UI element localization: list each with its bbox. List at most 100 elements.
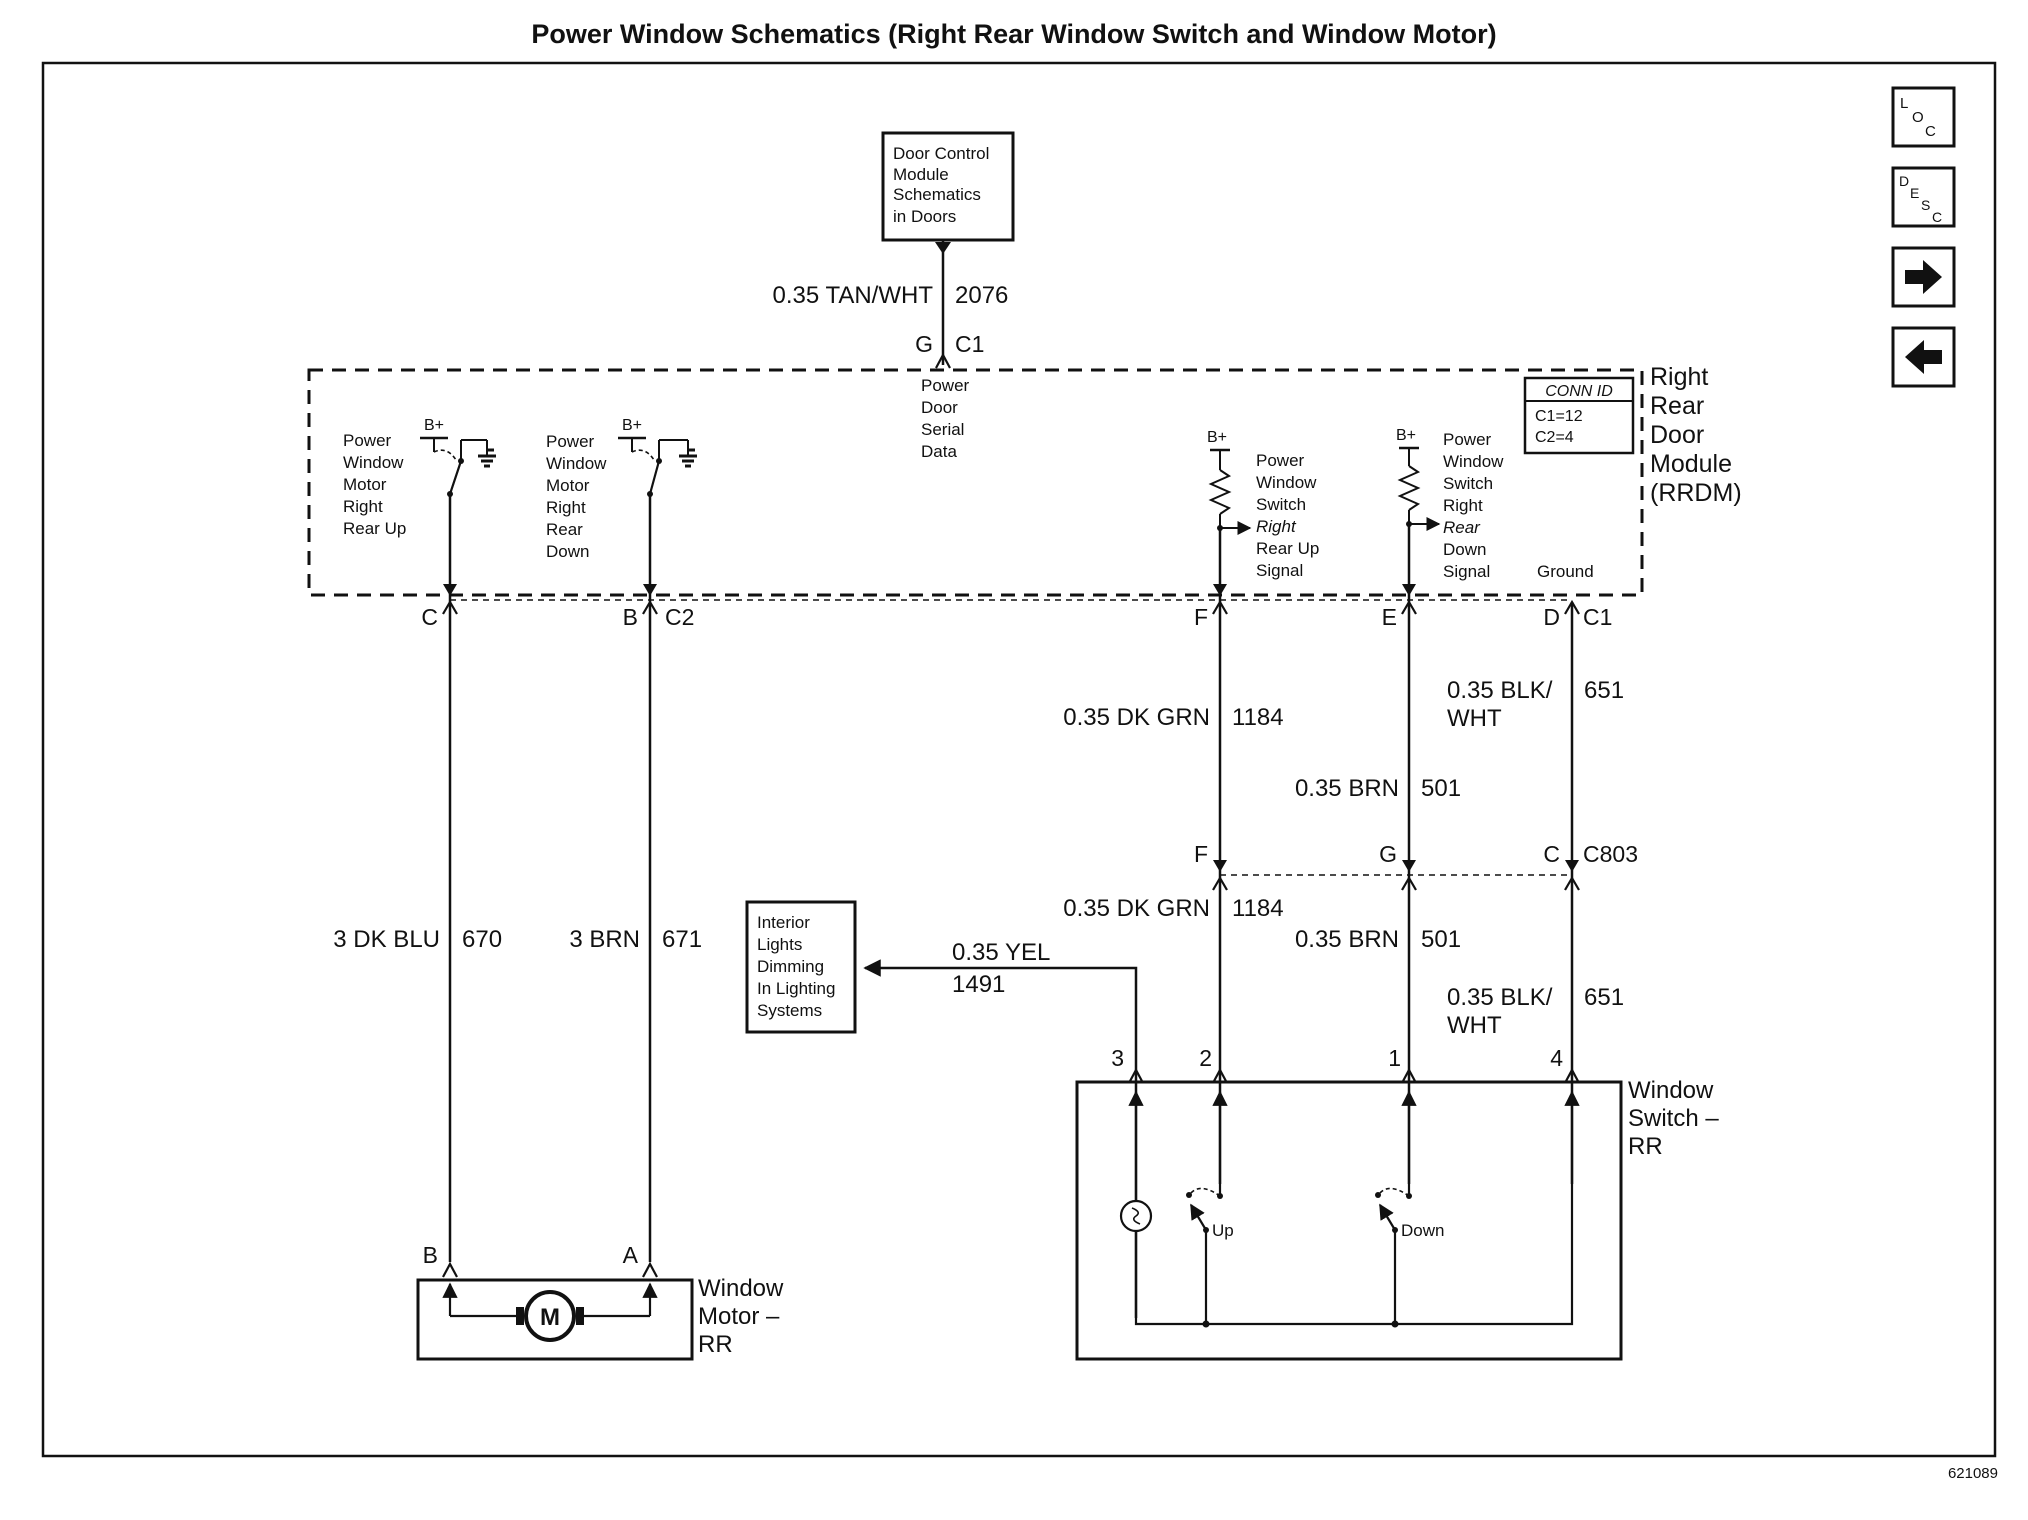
wire-501-upper-gauge-color: 0.35 BRN	[1295, 775, 1399, 802]
c803-pin-g: G	[1379, 841, 1397, 867]
door-control-module-box: Door Control Module Schematics in Doors	[881, 131, 1015, 242]
wire-1491-gauge-color: 0.35 YEL	[952, 939, 1050, 966]
dimming-line-4: In Lighting	[757, 979, 835, 998]
wire-651-lower-gauge-color-2: WHT	[1447, 1012, 1502, 1039]
wire-651-upper-gauge-color-1: 0.35 BLK/	[1447, 677, 1553, 704]
serial-data-label-1: Power	[921, 376, 970, 395]
motor-name-1: Window	[698, 1275, 784, 1302]
wire-651-lower-circuit: 651	[1584, 984, 1624, 1011]
rrdm-name-4: Module	[1650, 450, 1732, 478]
pin-g-c1-top: G	[915, 331, 933, 357]
serial-data-label-4: Data	[921, 442, 957, 461]
bplus-relay-down: B+	[622, 417, 642, 434]
ground-icon-relay-up	[478, 448, 496, 468]
loc-letter-l: L	[1900, 95, 1908, 112]
relay-down-label-1: Power	[546, 432, 595, 451]
wire-1184-lower-circuit: 1184	[1232, 895, 1284, 922]
switch-pin-3: 3	[1111, 1045, 1124, 1071]
switch-up-label: Up	[1212, 1221, 1234, 1240]
conn-id-box: CONN ID C1=12 C2=4	[1523, 376, 1635, 455]
relay-down-label-2: Window	[546, 454, 607, 473]
pin-d-module: D	[1543, 604, 1560, 630]
sig-up-label-2: Window	[1256, 473, 1317, 492]
desc-button[interactable]: D E S C	[1891, 166, 1956, 228]
wire-651-upper-gauge-color-2: WHT	[1447, 705, 1502, 732]
c803-v-g	[1401, 875, 1417, 891]
wire-1184-upper-gauge-color: 0.35 DK GRN	[1063, 704, 1210, 731]
wire-670-circuit: 670	[462, 926, 502, 953]
loc-letter-o: O	[1912, 109, 1924, 126]
relay-down-label-4: Right	[546, 498, 586, 517]
wire-2076-arrow	[935, 242, 951, 254]
wire-671-arrow	[643, 584, 657, 596]
switch-v-pin-4	[1564, 1067, 1580, 1084]
rrdm-name-5: (RRDM)	[1650, 479, 1742, 507]
wire-1491-circuit: 1491	[952, 971, 1005, 998]
sig-down-label-7: Signal	[1443, 562, 1490, 581]
wire-1491	[863, 959, 1138, 1318]
conn-id-title: CONN ID	[1545, 383, 1613, 400]
sig-up-label-3: Switch	[1256, 495, 1306, 514]
relay-down-label-5: Rear	[546, 520, 583, 539]
c803-name: C803	[1583, 841, 1638, 867]
switch-name-1: Window	[1628, 1077, 1714, 1104]
sig-down-label-6: Down	[1443, 540, 1486, 559]
sig-down-label-5: Rear	[1443, 518, 1481, 537]
pin-b-module: B	[623, 604, 638, 630]
wire-671-circuit: 671	[662, 926, 702, 953]
loc-button[interactable]: L O C	[1891, 86, 1956, 148]
arrow-left-icon	[1905, 340, 1942, 374]
connector-v-671-module	[642, 599, 658, 615]
wire-1184-lower-gauge-color: 0.35 DK GRN	[1063, 895, 1210, 922]
dcm-line-2: Module	[893, 165, 949, 184]
wire-670-gauge-color: 3 DK BLU	[333, 926, 440, 953]
relay-up-label-3: Motor	[343, 475, 387, 494]
forward-button[interactable]	[1891, 246, 1956, 308]
wire-671-gauge-color: 3 BRN	[569, 926, 640, 953]
ground-label: Ground	[1537, 562, 1594, 581]
back-button[interactable]	[1891, 326, 1956, 388]
c803-v-c	[1564, 875, 1580, 891]
sig-up-label-4: Right	[1256, 517, 1297, 536]
dimming-line-3: Dimming	[757, 957, 824, 976]
loc-letter-c: C	[1925, 123, 1936, 140]
motor-name-3: RR	[698, 1331, 733, 1358]
wire-2076-gauge-color: 0.35 TAN/WHT	[773, 282, 934, 309]
ground-icon-relay-down	[679, 448, 697, 468]
desc-letter-c: C	[1932, 209, 1942, 225]
c803-pin-f: F	[1194, 841, 1208, 867]
motor-v-pin-a	[642, 1261, 658, 1278]
wire-1184-arrow	[1213, 584, 1227, 596]
dcm-line-4: in Doors	[893, 207, 956, 226]
sig-up-label-6: Signal	[1256, 561, 1303, 580]
relay-down-label-3: Motor	[546, 476, 590, 495]
switch-pin-1: 1	[1388, 1045, 1401, 1071]
connector-c2-module: C2	[665, 604, 694, 630]
pin-c-module: C	[421, 604, 438, 630]
rrdm-name-3: Door	[1650, 421, 1704, 449]
relay-up-label-2: Window	[343, 453, 404, 472]
motor-name-2: Motor –	[698, 1303, 780, 1330]
sig-down-label-3: Switch	[1443, 474, 1493, 493]
page-title: Power Window Schematics (Right Rear Wind…	[531, 19, 1496, 49]
conn-id-c1: C1=12	[1535, 408, 1583, 425]
wire-651-lower-gauge-color-1: 0.35 BLK/	[1447, 984, 1553, 1011]
connector-v-670-module	[442, 599, 458, 615]
sig-up-label-5: Rear Up	[1256, 539, 1319, 558]
resistor-up-signal: B+	[1207, 429, 1252, 535]
switch-pin-4: 4	[1550, 1045, 1563, 1071]
dcm-line-3: Schematics	[893, 185, 981, 204]
desc-letter-d: D	[1899, 173, 1909, 189]
relay-up-label-1: Power	[343, 431, 392, 450]
connector-v-651-module	[1564, 599, 1580, 615]
arrow-right-icon	[1905, 260, 1942, 294]
relay-up-label-5: Rear Up	[343, 519, 406, 538]
pin-f-module: F	[1194, 604, 1208, 630]
c803-pin-c: C	[1543, 841, 1560, 867]
rrdm-name-1: Right	[1650, 363, 1708, 391]
motor-symbol: M	[540, 1304, 560, 1331]
desc-letter-s: S	[1921, 197, 1930, 213]
diagram-frame	[41, 61, 1997, 1458]
wire-501-arrow	[1402, 584, 1416, 596]
